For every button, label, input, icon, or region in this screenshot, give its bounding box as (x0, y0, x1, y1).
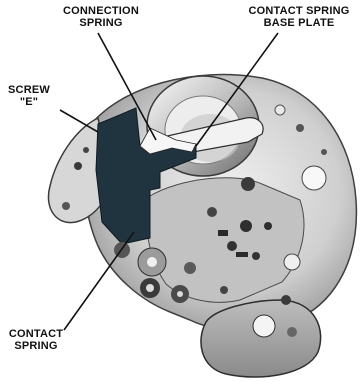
label-contact-spring: CONTACT SPRING (4, 328, 68, 352)
label-connection-spring: CONNECTION SPRING (42, 5, 160, 29)
bottom-tab (201, 300, 321, 377)
bottom-tab-rivet (287, 327, 297, 337)
label-screw-e: SCREW "E" (4, 84, 54, 108)
bottom-tab-hole (253, 315, 275, 337)
left-lobe-hole (62, 202, 70, 210)
label-contact-spring-base-plate: CONTACT SPRING BASE PLATE (240, 5, 358, 29)
